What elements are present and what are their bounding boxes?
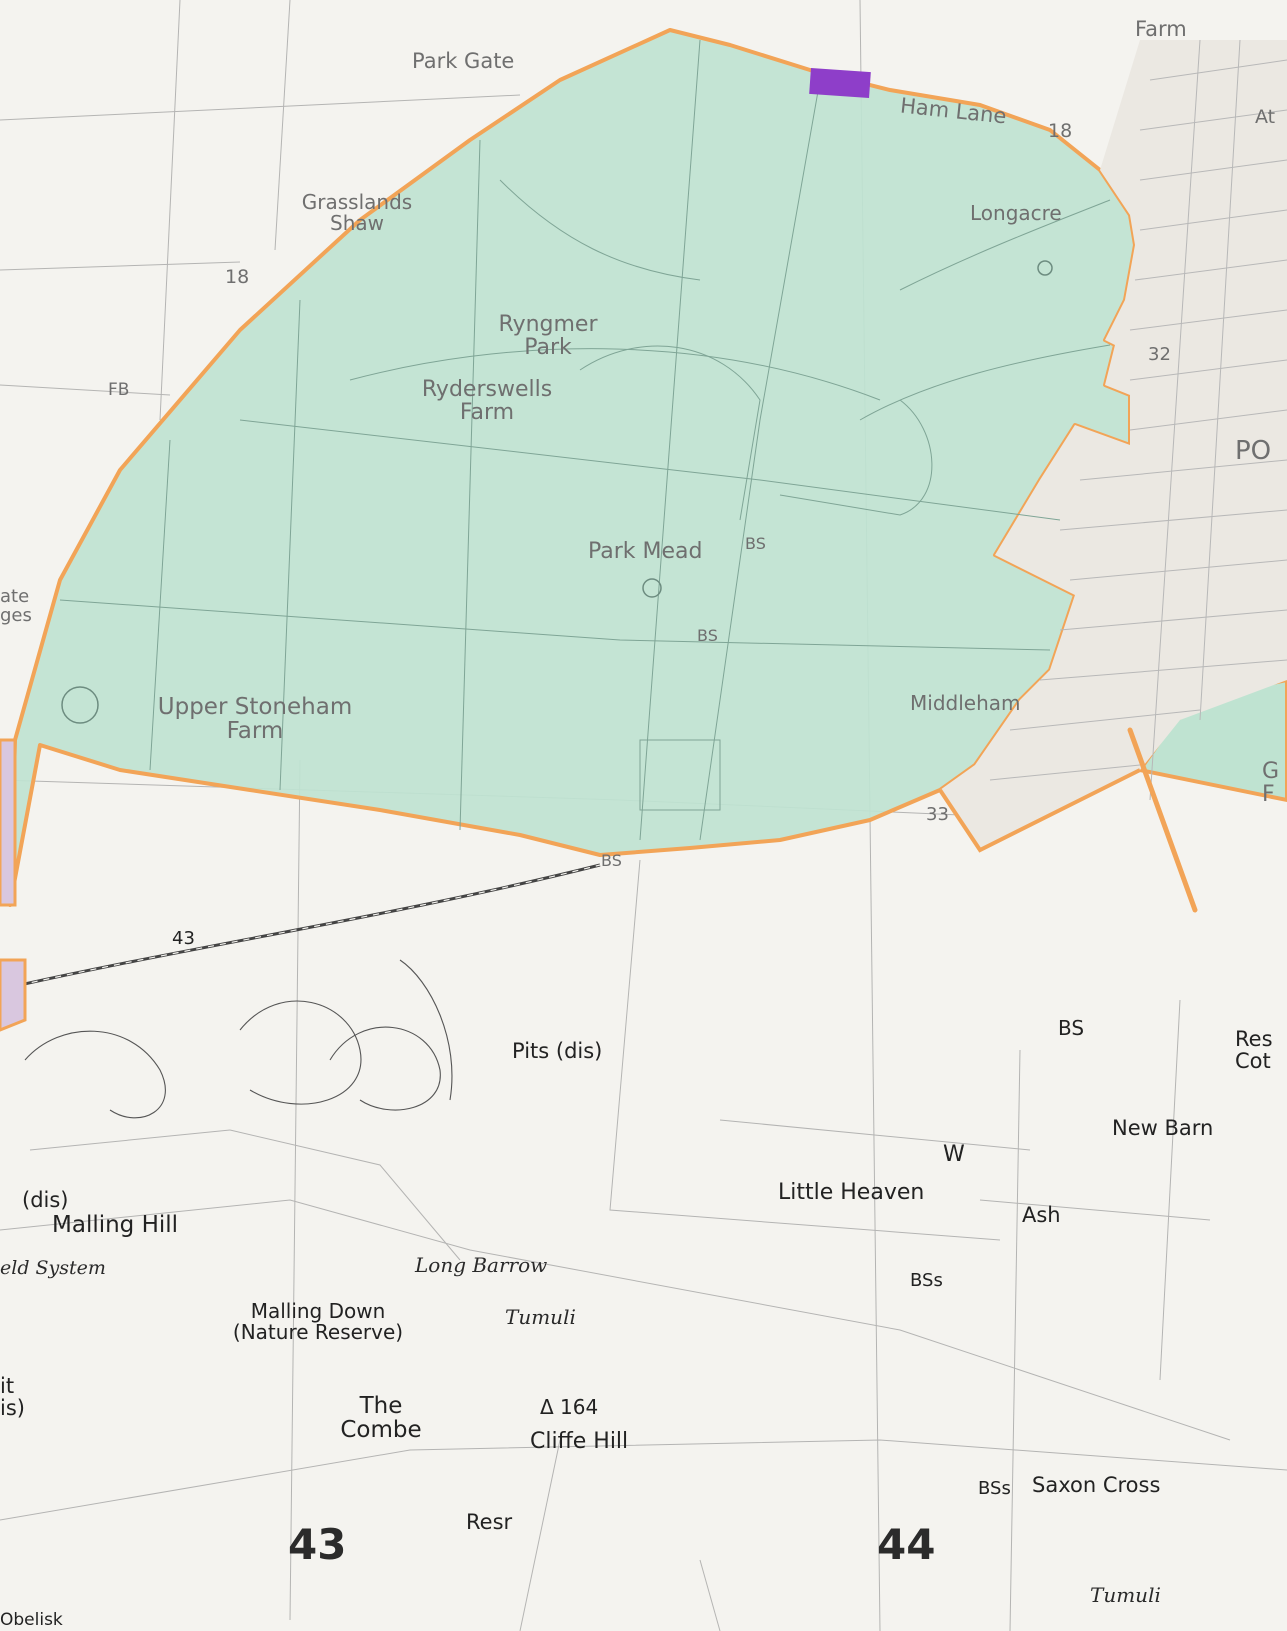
built-up-hatching bbox=[989, 39, 1287, 801]
label-res-cot: Res Cot bbox=[1235, 1027, 1273, 1074]
highlight-marker[interactable] bbox=[809, 67, 871, 99]
label-malling-down: Malling Down (Nature Reserve) bbox=[232, 1299, 404, 1344]
label-park-gate: Park Gate bbox=[412, 49, 515, 73]
label-trig-point-164: Δ 164 bbox=[540, 1395, 599, 1419]
label-cliffe-hill: Cliffe Hill bbox=[530, 1429, 629, 1454]
label-longacre: Longacre bbox=[970, 201, 1062, 225]
label-ryderswells-farm: Ryderswells Farm bbox=[421, 377, 553, 426]
label-middleham: Middleham bbox=[910, 691, 1021, 715]
label-tumuli-1: Tumuli bbox=[505, 1305, 576, 1329]
label-new-barn: New Barn bbox=[1112, 1116, 1214, 1140]
railway bbox=[19, 863, 601, 987]
internal-field-lines bbox=[59, 39, 1111, 841]
ponds bbox=[61, 260, 1053, 724]
label-boundary-stone-1: BS bbox=[745, 534, 766, 553]
label-ham-lane-number: 18 bbox=[1048, 120, 1073, 142]
label-well-w: W bbox=[943, 1142, 965, 1167]
label-ash: Ash bbox=[1022, 1203, 1061, 1227]
boundary-crossing-line bbox=[1127, 727, 1198, 913]
label-spot-height-32: 32 bbox=[1148, 344, 1171, 365]
built-up-area bbox=[940, 40, 1287, 850]
label-pits-dis: Pits (dis) bbox=[512, 1039, 603, 1063]
chalk-pit-hachures bbox=[24, 959, 453, 1119]
label-dis-left: (dis) bbox=[22, 1188, 69, 1212]
label-saxon-cross: Saxon Cross bbox=[1032, 1473, 1161, 1497]
label-edge-gf: G F bbox=[1262, 759, 1280, 808]
label-the-combe: The Combe bbox=[340, 1393, 422, 1444]
label-boundary-stones-1: BSs bbox=[910, 1270, 943, 1291]
label-boundary-stone-4: BS bbox=[1058, 1016, 1085, 1040]
label-spot-height-43: 43 bbox=[172, 928, 195, 949]
label-malling-hill: Malling Hill bbox=[52, 1212, 179, 1238]
label-little-heaven: Little Heaven bbox=[778, 1180, 925, 1205]
label-field-system: eld System bbox=[0, 1257, 106, 1279]
label-boundary-stones-2: BSs bbox=[978, 1478, 1011, 1499]
label-park-mead: Park Mead bbox=[588, 539, 703, 564]
grid-easting-44: 44 bbox=[877, 1520, 936, 1569]
label-long-barrow: Long Barrow bbox=[415, 1253, 548, 1277]
label-spot-height-18: 18 bbox=[225, 266, 250, 288]
label-ryngmer-park: Ryngmer Park bbox=[498, 312, 598, 361]
label-boundary-stone-2: BS bbox=[697, 626, 718, 645]
label-fb: FB bbox=[108, 380, 130, 400]
purple-area-southwest[interactable] bbox=[0, 958, 27, 1032]
label-norlington-farm: Farm bbox=[1135, 17, 1187, 41]
label-upper-stoneham-farm: Upper Stoneham Farm bbox=[157, 694, 353, 745]
label-edge-at: At bbox=[1255, 106, 1276, 128]
label-obelisk: Obelisk bbox=[0, 1610, 63, 1630]
purple-area-west[interactable] bbox=[0, 738, 17, 907]
label-tumuli-2: Tumuli bbox=[1090, 1583, 1161, 1607]
grid-easting-43: 43 bbox=[288, 1520, 347, 1569]
label-gate-edge: ate ges bbox=[0, 586, 32, 626]
label-grasslands-shaw: Grasslands Shaw bbox=[301, 190, 413, 235]
boundary-south-east bbox=[938, 768, 1141, 853]
label-spot-height-33: 33 bbox=[926, 804, 949, 825]
label-boundary-stone-3: BS bbox=[601, 851, 622, 870]
label-reservoir: Resr bbox=[466, 1510, 513, 1534]
label-pit-dis-edge: it is) bbox=[0, 1374, 25, 1421]
label-post-office: PO bbox=[1235, 436, 1272, 466]
